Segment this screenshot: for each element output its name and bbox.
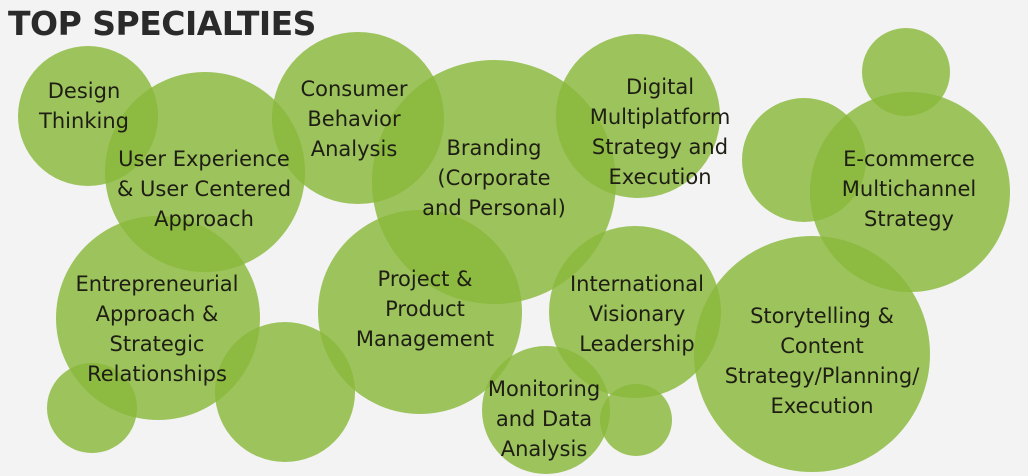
label-storytelling: Storytelling & Content Strategy/Planning… xyxy=(724,304,920,418)
label-design-thinking: Design Thinking xyxy=(39,79,129,133)
bubble-ecommerce xyxy=(810,92,1010,292)
bubble-decorative-bottom-center-small xyxy=(600,384,672,456)
label-consumer-behavior: Consumer Behavior Analysis xyxy=(300,77,408,161)
bubble-project-product xyxy=(318,210,522,414)
label-monitoring: Monitoring and Data Analysis xyxy=(487,377,601,461)
bubble-decorative-bottom-center-left xyxy=(215,322,355,462)
bubble-decorative-bottom-left xyxy=(47,363,137,453)
bubble-monitoring xyxy=(482,346,610,474)
label-digital-multiplatform: Digital Multiplatform Strategy and Execu… xyxy=(589,75,731,189)
page-title: TOP SPECIALTIES xyxy=(8,4,316,43)
label-branding: Branding (Corporate and Personal) xyxy=(422,136,566,220)
bubble-storytelling xyxy=(694,236,930,472)
bubble-international xyxy=(549,226,721,398)
bubble-digital-multiplatform xyxy=(556,34,720,198)
label-ecommerce: E-commerce Multichannel Strategy xyxy=(841,147,977,231)
label-project-product: Project & Product Management xyxy=(355,267,495,351)
label-international: International Visionary Leadership xyxy=(569,272,705,356)
label-entrepreneurial: Entrepreneurial Approach & Strategic Rel… xyxy=(75,272,239,386)
label-user-experience: User Experience & User Centered Approach xyxy=(116,147,292,231)
